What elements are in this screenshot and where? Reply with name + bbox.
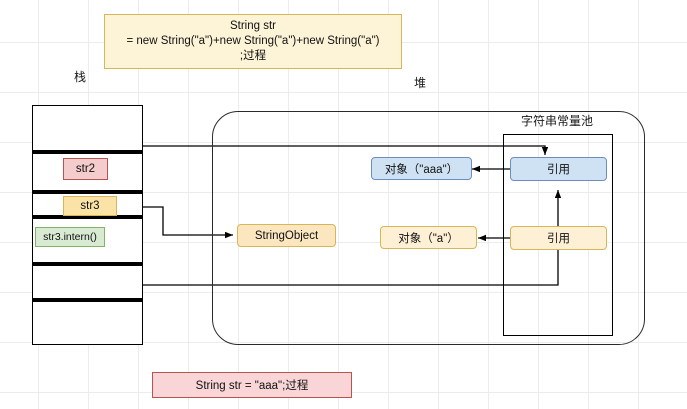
stack-var-str3-intern[interactable]: str3.intern() (35, 227, 105, 247)
pool-ref-a[interactable]: 引用 (510, 226, 607, 250)
code-note-top: String str = new String("a")+new String(… (104, 14, 402, 69)
heap-object-stringobject[interactable]: StringObject (237, 224, 336, 247)
heap-label: 堆 (414, 76, 427, 90)
string-constant-pool (503, 134, 613, 336)
code-note-top-line2: = new String("a")+new String("a")+new St… (126, 35, 380, 47)
stack-var-str2[interactable]: str2 (63, 158, 108, 180)
stack-divider (32, 215, 143, 219)
stack-var-str3[interactable]: str3 (63, 196, 117, 216)
pool-ref-aaa[interactable]: 引用 (510, 157, 607, 181)
heap-object-aaa[interactable]: 对象（"aaa"） (371, 157, 472, 180)
stack-divider (32, 298, 143, 302)
stack-divider (32, 190, 143, 194)
code-note-top-line1: String str (229, 20, 276, 32)
code-note-top-line3: ;过程 (239, 50, 267, 62)
stack-frame (32, 105, 143, 345)
stack-divider (32, 150, 143, 154)
heap-object-a[interactable]: 对象（"a"） (380, 226, 477, 249)
code-note-bottom: String str = "aaa";过程 (152, 372, 352, 398)
stack-label: 栈 (74, 70, 87, 84)
pool-label: 字符串常量池 (521, 114, 594, 128)
stack-divider (32, 262, 143, 266)
heap-region (212, 111, 645, 345)
